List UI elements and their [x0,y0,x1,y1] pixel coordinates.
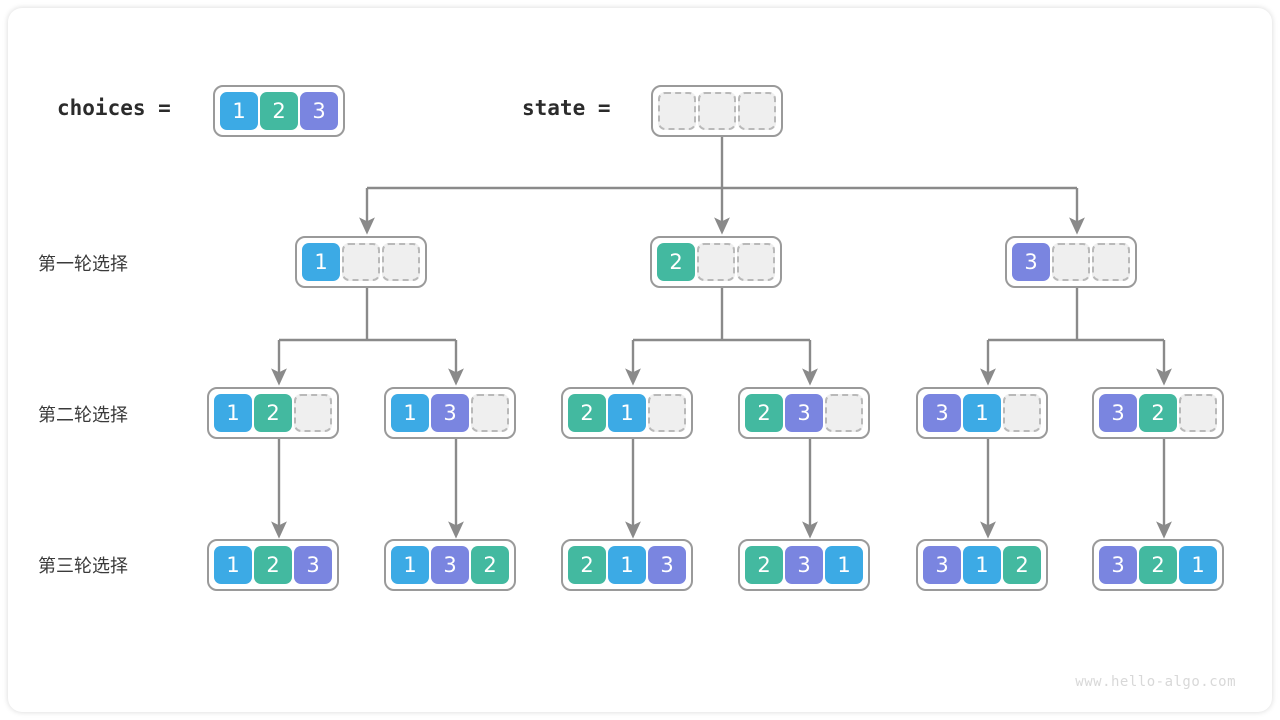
array-cell: 3 [300,92,338,130]
round3-node: 2 1 3 [561,539,693,591]
array-cell: 2 [568,394,606,432]
round1-node: 3 [1005,236,1137,288]
array-cell-empty [1003,394,1041,432]
array-cell: 2 [745,546,783,584]
array-cell: 3 [431,546,469,584]
array-cell: 2 [657,243,695,281]
array-cell: 2 [471,546,509,584]
array-cell: 1 [1179,546,1217,584]
array-cell: 3 [1099,394,1137,432]
row-title-round-3: 第三轮选择 [38,556,128,577]
array-cell-empty [1052,243,1090,281]
round3-node: 1 3 2 [384,539,516,591]
watermark: www.hello-algo.com [1075,674,1236,690]
array-cell: 3 [923,394,961,432]
array-cell: 2 [260,92,298,130]
round3-node: 2 3 1 [738,539,870,591]
array-cell-empty [1179,394,1217,432]
array-cell: 1 [608,546,646,584]
array-cell: 2 [1139,394,1177,432]
array-cell: 3 [431,394,469,432]
array-cell-empty [382,243,420,281]
array-cell: 1 [391,546,429,584]
array-cell: 1 [963,546,1001,584]
round3-node: 3 2 1 [1092,539,1224,591]
array-cell: 1 [963,394,1001,432]
array-cell-empty [1092,243,1130,281]
array-cell-empty [342,243,380,281]
round1-node: 2 [650,236,782,288]
array-cell: 2 [1139,546,1177,584]
round3-node: 3 1 2 [916,539,1048,591]
array-cell: 2 [568,546,606,584]
round2-node: 1 2 [207,387,339,439]
array-cell-empty [294,394,332,432]
round2-node: 3 2 [1092,387,1224,439]
array-cell: 2 [1003,546,1041,584]
array-cell: 1 [302,243,340,281]
round2-node: 1 3 [384,387,516,439]
array-cell: 1 [220,92,258,130]
array-cell-empty [648,394,686,432]
array-cell-empty [737,243,775,281]
array-cell-empty [825,394,863,432]
array-cell: 2 [254,394,292,432]
round2-node: 2 1 [561,387,693,439]
round3-node: 1 2 3 [207,539,339,591]
array-cell: 3 [648,546,686,584]
array-cell-empty [471,394,509,432]
state-array [651,85,783,137]
round1-node: 1 [295,236,427,288]
array-cell: 3 [294,546,332,584]
array-cell: 3 [1012,243,1050,281]
array-cell-empty [697,243,735,281]
array-cell: 1 [214,394,252,432]
array-cell: 3 [785,546,823,584]
choices-array: 1 2 3 [213,85,345,137]
choices-label: choices = [57,96,171,120]
round2-node: 2 3 [738,387,870,439]
array-cell-empty [738,92,776,130]
array-cell: 3 [923,546,961,584]
array-cell: 3 [785,394,823,432]
round2-node: 3 1 [916,387,1048,439]
array-cell: 2 [745,394,783,432]
array-cell-empty [698,92,736,130]
array-cell: 2 [254,546,292,584]
array-cell: 3 [1099,546,1137,584]
state-label: state = [522,96,611,120]
row-title-round-2: 第二轮选择 [38,405,128,426]
array-cell: 1 [608,394,646,432]
row-title-round-1: 第一轮选择 [38,254,128,275]
array-cell: 1 [214,546,252,584]
array-cell: 1 [391,394,429,432]
array-cell: 1 [825,546,863,584]
array-cell-empty [658,92,696,130]
